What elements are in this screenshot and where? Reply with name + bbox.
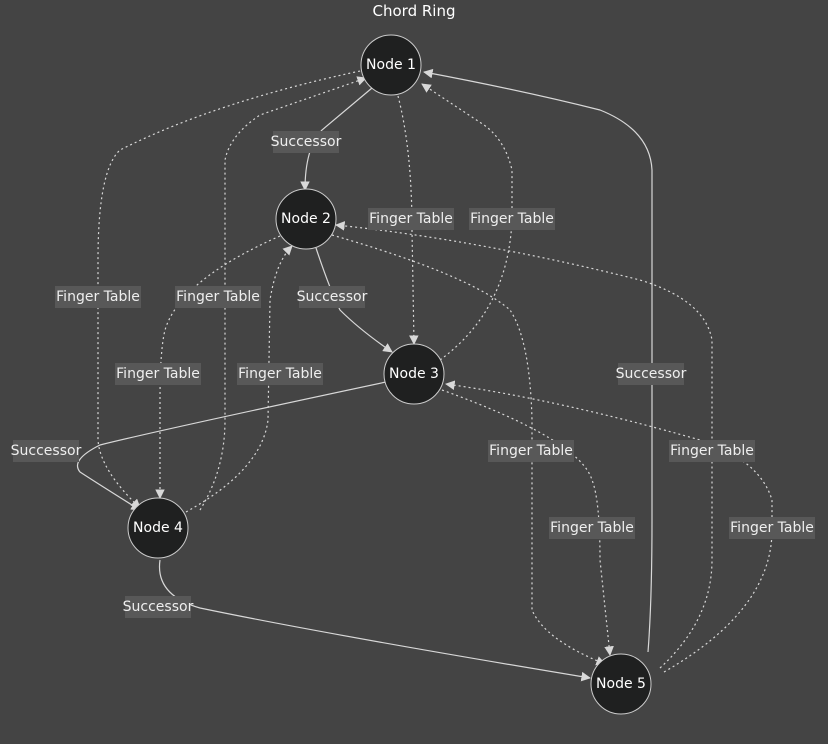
edge-node3-node4 xyxy=(76,381,387,511)
svg-text:Finger Table: Finger Table xyxy=(550,520,634,536)
edge-node2-node3 xyxy=(315,247,393,353)
svg-text:Successor: Successor xyxy=(297,289,368,305)
svg-text:Finger Table: Finger Table xyxy=(56,289,140,305)
node-1[interactable]: Node 1 xyxy=(360,34,422,96)
node-1-circle xyxy=(360,34,422,96)
edge-node4-node5 xyxy=(158,559,591,682)
edge-node1-node4 xyxy=(97,69,366,509)
edge-node5-node1 xyxy=(423,68,653,653)
node-2[interactable]: Node 2 xyxy=(275,188,337,250)
node-3[interactable]: Node 3 xyxy=(383,343,445,405)
edge-label-successor: Successor xyxy=(616,363,687,385)
node-4-label: Node 4 xyxy=(133,520,183,536)
node-2-circle xyxy=(275,188,337,250)
svg-text:Successor: Successor xyxy=(271,134,342,150)
edge-node2-node5 xyxy=(331,234,606,666)
nodes-layer: Node 1 Node 2 Node 3 Node 4 Node 5 xyxy=(127,34,652,715)
node-3-label: Node 3 xyxy=(389,366,439,382)
edge-label-successor: Successor xyxy=(11,440,82,462)
svg-text:Successor: Successor xyxy=(616,366,687,382)
svg-text:Successor: Successor xyxy=(11,443,82,459)
edge-label-finger-table: Finger Table xyxy=(729,517,815,539)
svg-text:Finger Table: Finger Table xyxy=(116,366,200,382)
edge-label-finger-table: Finger Table xyxy=(175,286,261,308)
edge-node1-node2 xyxy=(300,87,373,191)
node-2-label: Node 2 xyxy=(281,211,331,227)
edge-label-finger-table: Finger Table xyxy=(669,440,755,462)
edge-node4-node2 xyxy=(185,245,293,513)
svg-text:Finger Table: Finger Table xyxy=(470,211,554,227)
edge-label-finger-table: Finger Table xyxy=(237,363,323,385)
svg-text:Finger Table: Finger Table xyxy=(730,520,814,536)
edge-label-successor: Successor xyxy=(297,286,368,308)
svg-text:Finger Table: Finger Table xyxy=(176,289,260,305)
node-4[interactable]: Node 4 xyxy=(127,497,189,559)
edge-label-finger-table: Finger Table xyxy=(368,208,454,230)
svg-text:Finger Table: Finger Table xyxy=(369,211,453,227)
edge-label-successor: Successor xyxy=(123,596,194,618)
edge-labels-layer: Successor Finger Table Finger Table Succ… xyxy=(11,131,815,618)
node-5-circle xyxy=(590,653,652,715)
node-3-circle xyxy=(383,343,445,405)
node-5-label: Node 5 xyxy=(596,676,646,692)
diagram-title: Chord Ring xyxy=(373,2,456,20)
edge-label-finger-table: Finger Table xyxy=(488,440,574,462)
edge-label-successor: Successor xyxy=(271,131,342,153)
node-5[interactable]: Node 5 xyxy=(590,653,652,715)
edge-label-finger-table: Finger Table xyxy=(469,208,555,230)
node-4-circle xyxy=(127,497,189,559)
svg-text:Finger Table: Finger Table xyxy=(238,366,322,382)
edge-node5-node2 xyxy=(335,221,713,669)
edge-node3-node5 xyxy=(441,389,614,656)
edge-label-finger-table: Finger Table xyxy=(115,363,201,385)
edge-node4-node1 xyxy=(199,76,367,511)
svg-text:Successor: Successor xyxy=(123,599,194,615)
svg-text:Finger Table: Finger Table xyxy=(489,443,573,459)
node-1-label: Node 1 xyxy=(366,57,416,73)
svg-text:Finger Table: Finger Table xyxy=(670,443,754,459)
edge-label-finger-table: Finger Table xyxy=(549,517,635,539)
edge-label-finger-table: Finger Table xyxy=(55,286,141,308)
